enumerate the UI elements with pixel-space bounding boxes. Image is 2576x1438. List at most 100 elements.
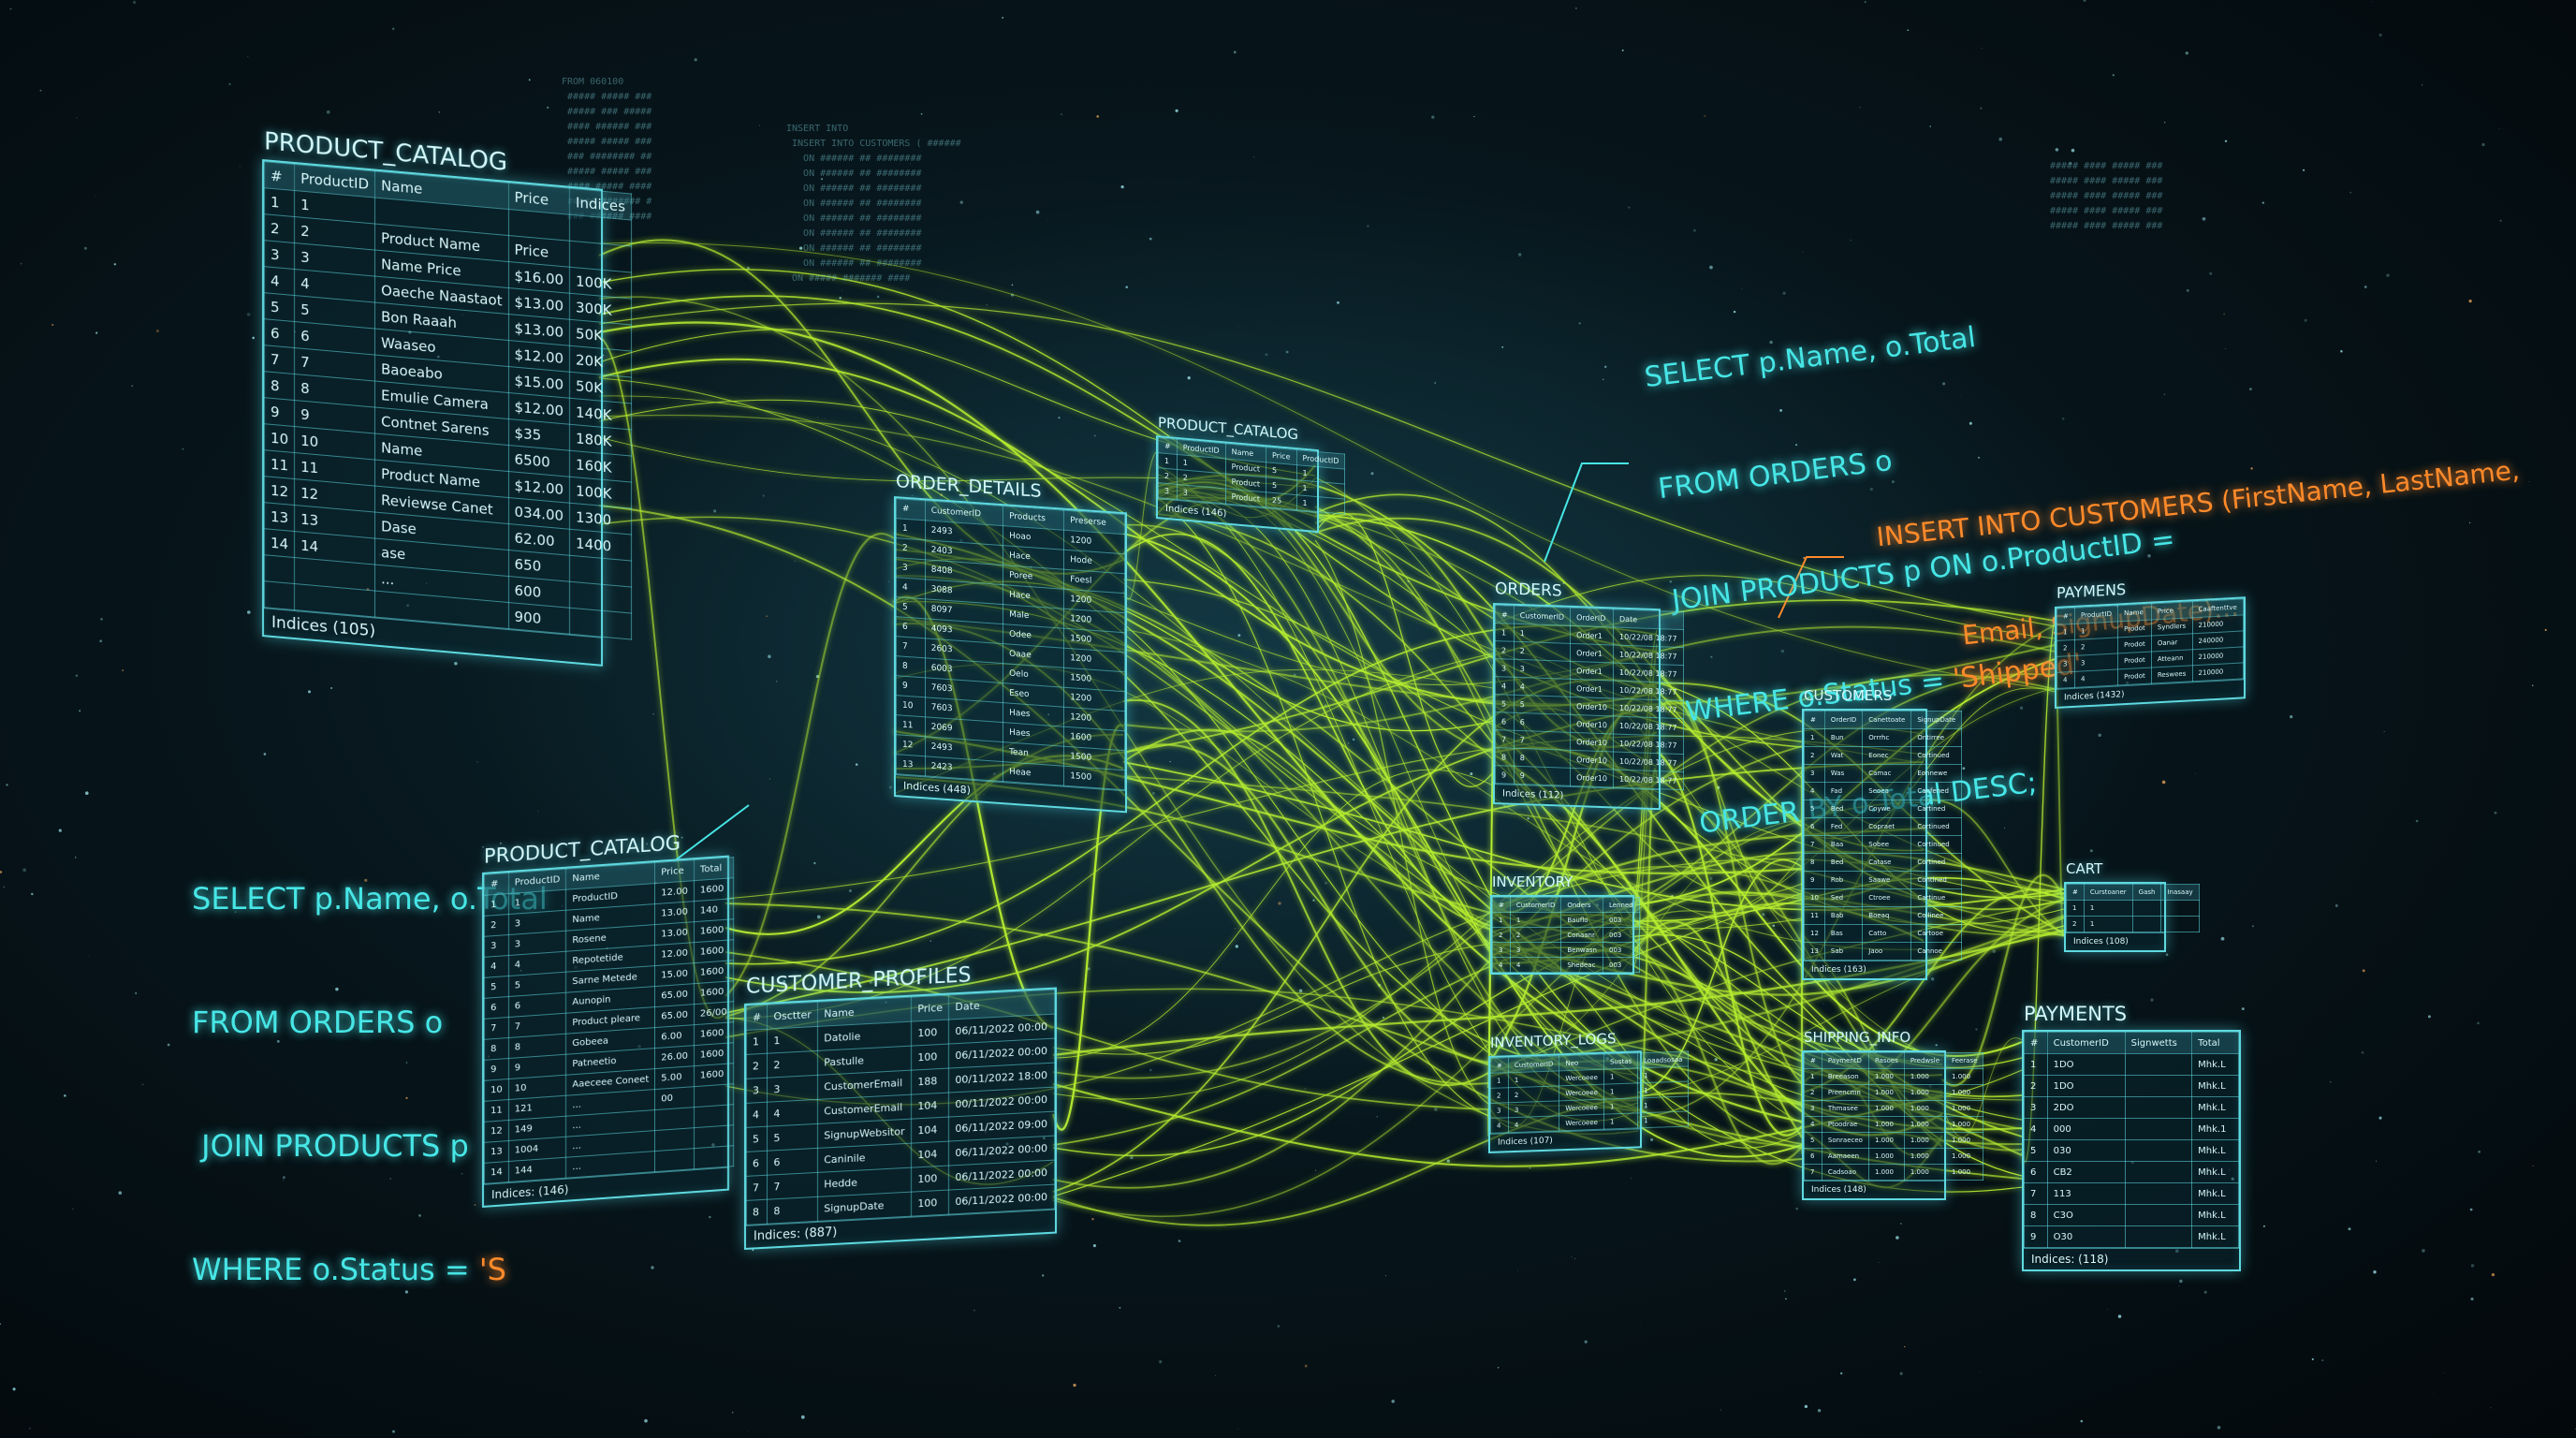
column-header[interactable]: OrderID xyxy=(1570,608,1614,627)
column-header[interactable]: # xyxy=(484,873,509,896)
column-header[interactable]: Price xyxy=(654,859,695,884)
column-header[interactable]: Name xyxy=(2117,604,2152,622)
column-header[interactable]: SignupDate xyxy=(1910,711,1963,729)
column-header[interactable]: # xyxy=(1158,437,1178,455)
column-header[interactable]: Inasaay xyxy=(2160,884,2200,901)
column-header[interactable]: Canettoate xyxy=(1862,711,1912,729)
column-header[interactable]: Feerase xyxy=(1945,1052,1984,1069)
star-particle xyxy=(2378,33,2382,37)
column-header[interactable]: Curstoaner xyxy=(2083,884,2133,901)
column-header[interactable]: # xyxy=(1492,897,1511,913)
column-header[interactable]: # xyxy=(2024,1032,2048,1054)
column-header[interactable]: Total xyxy=(2191,1032,2239,1054)
star-particle xyxy=(1087,967,1090,971)
column-header[interactable]: # xyxy=(1495,605,1515,624)
column-header[interactable]: # xyxy=(1490,1057,1509,1074)
table-cell: Orrrhc xyxy=(1862,728,1912,747)
column-header[interactable]: # xyxy=(2066,884,2085,901)
column-header[interactable]: # xyxy=(264,161,295,191)
column-header[interactable]: CustomerID xyxy=(1508,1055,1559,1073)
column-header[interactable]: Gash xyxy=(2131,884,2162,901)
column-header[interactable]: Lenned xyxy=(1603,897,1640,913)
column-header[interactable]: Predwsle xyxy=(1903,1052,1947,1069)
star-particle xyxy=(746,266,750,270)
column-header[interactable]: Price xyxy=(911,995,949,1022)
table-cell: 1 xyxy=(1509,912,1562,928)
star-particle xyxy=(118,1191,123,1195)
column-header[interactable]: # xyxy=(2056,608,2075,625)
column-header[interactable]: CustomerID xyxy=(1514,606,1571,626)
column-header[interactable]: Osctter xyxy=(767,1002,818,1030)
column-header[interactable]: Sustas xyxy=(1603,1052,1638,1070)
column-header[interactable]: Neo xyxy=(1559,1054,1604,1071)
column-header[interactable]: CustomerID xyxy=(2046,1032,2126,1054)
column-header[interactable]: Total xyxy=(694,857,734,881)
table-cell: 6 xyxy=(896,616,926,638)
star-particle xyxy=(1733,310,1736,314)
table-cell: 2 xyxy=(1158,467,1178,485)
column-header[interactable]: # xyxy=(1804,711,1825,729)
column-header[interactable]: Signwetts xyxy=(2124,1032,2193,1054)
table-cell: Mhk.L xyxy=(2191,1204,2239,1226)
column-header[interactable]: # xyxy=(1804,1052,1822,1069)
column-header[interactable]: Date xyxy=(1613,609,1684,630)
column-header[interactable]: CustomerID xyxy=(1509,897,1562,913)
column-header[interactable]: Rasoes xyxy=(1867,1052,1905,1069)
star-particle xyxy=(2161,780,2166,785)
column-header[interactable]: PaymentD xyxy=(1821,1052,1869,1069)
column-header[interactable]: # xyxy=(896,498,926,521)
column-header[interactable]: OrderID xyxy=(1823,711,1864,729)
column-header[interactable]: Loaadsosaa xyxy=(1637,1051,1689,1068)
column-header[interactable]: Onders xyxy=(1560,897,1603,913)
column-header[interactable]: # xyxy=(746,1005,768,1031)
